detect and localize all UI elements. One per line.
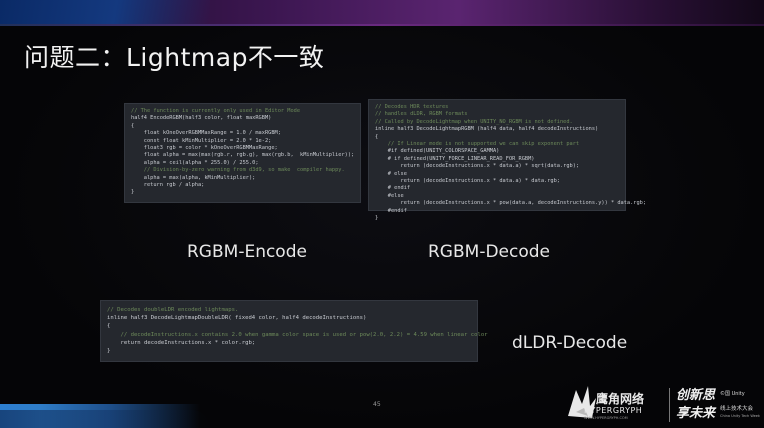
code-line: // handles dLDR, RGBM formats — [375, 111, 468, 118]
hypergryph-url: WWW.HYPERGRYPH.COM — [584, 416, 628, 420]
code-panel-dldr-decode: // Decodes doubleLDR encoded lightmaps. i… — [100, 300, 488, 362]
label-rgbm-encode: RGBM-Encode — [187, 242, 307, 262]
code-line: // Division-by-zero warning from d3d9, s… — [131, 167, 345, 174]
event-slogan-line1: 创新思 — [676, 388, 716, 403]
code-line: return (decodeInstructions.x * pow(data.… — [375, 200, 647, 207]
code-line: half4 EncodeRGBM(half3 color, float maxR… — [131, 115, 272, 122]
code-line: // Decodes HDR textures — [375, 104, 449, 110]
slide-title: 问题二：Lightmap不一致 — [24, 43, 325, 72]
hypergryph-en-name: HYPERGRYPH — [584, 406, 643, 415]
page-number: 45 — [373, 401, 381, 408]
code-line: return decodeInstructions.x * color.rgb; — [107, 339, 256, 346]
label-dldr-decode: dLDR-Decode — [512, 333, 628, 353]
label-rgbm-decode: RGBM-Decode — [428, 242, 550, 262]
code-line: // Called by DecodeLightmap when UNITY_N… — [375, 118, 573, 125]
code-line: return rgb / alpha; — [131, 182, 205, 189]
hypergryph-bird-logo-icon — [568, 386, 596, 418]
code-line: # else — [375, 170, 407, 177]
event-unity-mark: ©国 Unity — [720, 391, 745, 397]
code-panel-rgbm-decode: // Decodes HDR textures// handles dLDR, … — [368, 99, 647, 221]
hypergryph-cn-name: 鹰角网络 — [596, 392, 645, 406]
event-name-en: China Unity Tech Week — [720, 414, 760, 418]
code-line: { — [107, 323, 111, 330]
code-line: { — [375, 133, 379, 140]
code-line: alpha = max(alpha, kMinMultiplier); — [131, 174, 256, 181]
code-line: inline half3 DecodeLightmapRGBM (half4 d… — [375, 126, 599, 133]
code-line: } — [107, 348, 111, 355]
bottom-swoosh-shadow — [0, 410, 210, 428]
code-line: // Decodes doubleLDR encoded lightmaps. — [107, 307, 239, 313]
code-line: #else — [375, 192, 404, 199]
code-line: } — [131, 189, 135, 196]
logo-divider — [669, 388, 670, 422]
code-line: # if defined(UNITY_FORCE_LINEAR_READ_FOR… — [375, 155, 535, 162]
code-line: const float kMinMultiplier = 2.0 * 1e-2; — [131, 137, 272, 144]
code-line: } — [375, 215, 379, 222]
code-line: float3 rgb = color * kOneOverRGBMMaxRang… — [131, 145, 278, 152]
event-name: 线上技术大会 — [720, 406, 754, 412]
code-line: alpha = ceil(alpha * 255.0) / 255.0; — [131, 159, 259, 166]
code-line: { — [131, 122, 135, 129]
code-line: #endif — [375, 207, 407, 214]
code-line: #if defined(UNITY_COLORSPACE_GAMMA) — [375, 148, 500, 155]
code-line: // If Linear mode is not supported we ca… — [375, 141, 580, 148]
code-line: return (decodeInstructions.x * data.a) *… — [375, 178, 560, 185]
code-line: float kOneOverRGBMMaxRange = 1.0 / maxRG… — [131, 130, 281, 137]
top-band-line — [0, 24, 764, 26]
code-line: # endif — [375, 185, 411, 192]
code-panel-rgbm-encode: // The function is currently only used i… — [124, 103, 361, 203]
code-line: return (decodeInstructions.x * data.a) *… — [375, 163, 580, 170]
code-line: inline half3 DecodeLightmapDoubleLDR( fi… — [107, 315, 367, 322]
event-slogan-line2: 享未来 — [676, 406, 716, 421]
code-line: float alpha = max(max(rgb.r, rgb.g), max… — [131, 152, 355, 159]
code-line: // decodeInstructions.x contains 2.0 whe… — [107, 331, 488, 338]
top-band-blue — [0, 0, 210, 24]
code-line: // The function is currently only used i… — [131, 108, 301, 114]
